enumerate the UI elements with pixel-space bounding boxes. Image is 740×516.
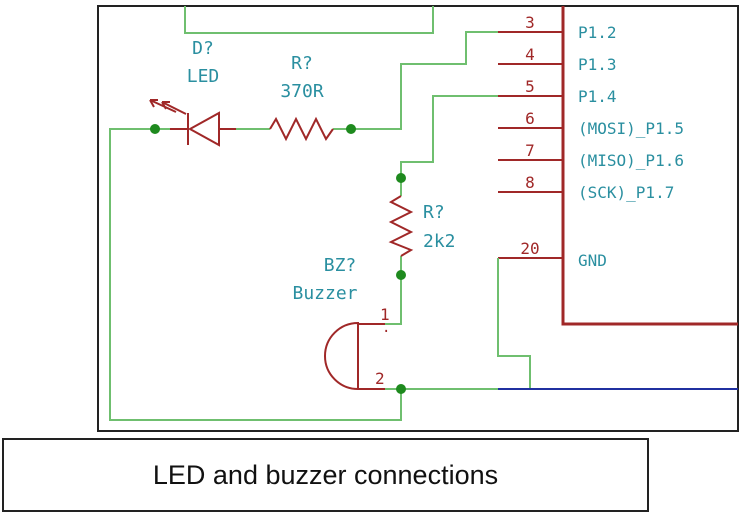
pin-name: P1.4: [578, 87, 617, 106]
pin-name: P1.2: [578, 23, 617, 42]
pin-number: 6: [525, 109, 535, 128]
wire-gnd-pin: [497, 258, 531, 389]
pin-name: GND: [578, 251, 607, 270]
junction-dot: [396, 173, 406, 183]
buzzer-pin-dot: ·: [382, 324, 390, 340]
pin-number: 8: [525, 173, 535, 192]
led-ref: D?: [192, 38, 214, 59]
buzzer-resistor-ref: R?: [423, 202, 445, 223]
junctions: [150, 124, 406, 394]
led-resistor-symbol: [269, 116, 334, 142]
junction-dot: [150, 124, 160, 134]
buzzer-value: Buzzer: [292, 283, 357, 304]
junction-dot: [346, 124, 356, 134]
schematic-frame: [97, 5, 739, 432]
pin-number: 7: [525, 141, 535, 160]
led-emission-arrows: [149, 99, 187, 115]
mcu-pin-stubs: [498, 31, 563, 259]
led-symbol: [149, 99, 236, 147]
buzzer-ref: BZ?: [324, 255, 357, 276]
led-value: LED: [187, 66, 220, 87]
pin-name: P1.3: [578, 55, 617, 74]
pin-name: (SCK)_P1.7: [578, 183, 674, 202]
top-component-box: [184, 6, 434, 34]
buzzer-symbol: [324, 321, 385, 391]
figure-caption: LED and buzzer connections: [152, 459, 499, 490]
buzzer-pin1-label: 1: [380, 305, 390, 324]
schematic-diagram: 3 4 5 6 7 8 20 P1.2 P1.3 P1.4 (MOSI)_P1.…: [97, 5, 739, 432]
caption-box: LED and buzzer connections: [2, 438, 649, 512]
led-resistor-ref: R?: [291, 53, 313, 74]
pin-name: (MOSI)_P1.5: [578, 119, 684, 138]
pin-number: 4: [525, 45, 535, 64]
led-resistor-value: 370R: [280, 81, 324, 102]
wire-p14-to-buzzer-resistor: [400, 95, 498, 178]
buzzer-pin2-label: 2: [375, 369, 385, 388]
buzzer-body: [324, 321, 359, 391]
led-triangle: [187, 111, 220, 147]
wire-led-return: [109, 128, 402, 421]
wire-resistor-to-buzzer: [385, 275, 402, 325]
junction-dot: [396, 270, 406, 280]
pin-number: 5: [525, 77, 535, 96]
pin-name: (MISO)_P1.6: [578, 151, 684, 170]
wire-p12-to-led-resistor: [351, 31, 498, 130]
buzzer-resistor-symbol: [388, 195, 414, 257]
junction-dot: [396, 384, 406, 394]
mcu-body: [561, 6, 738, 326]
pin-number: 3: [525, 13, 535, 32]
buzzer-resistor-value: 2k2: [423, 231, 456, 252]
pin-number: 20: [520, 239, 539, 258]
